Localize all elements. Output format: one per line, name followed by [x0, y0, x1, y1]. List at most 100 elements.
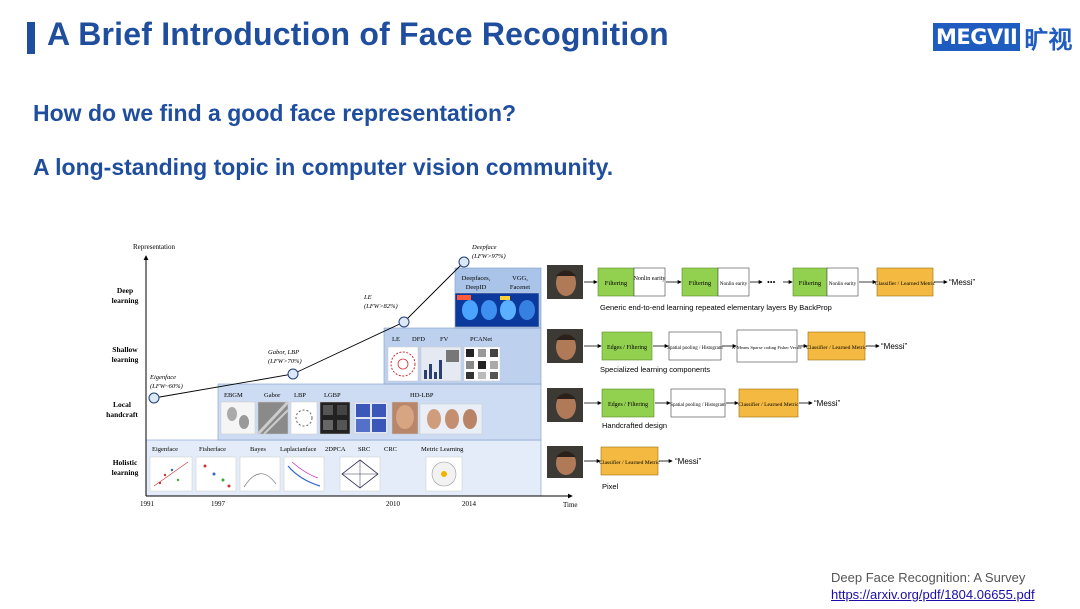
method-label: Deepfaces,	[462, 275, 491, 282]
milestone-name: Eigenface	[149, 374, 176, 381]
milestone-name: Gabor, LBP	[268, 349, 299, 356]
method-label: LE	[392, 336, 400, 343]
shallow-thumbnails	[387, 346, 501, 382]
box-label: Edges / Filtering	[608, 402, 648, 408]
method-label: Laplacianface	[280, 446, 317, 453]
method-label: 2DPCA	[325, 446, 346, 453]
filtering-box	[597, 267, 635, 297]
method-label: Bayes	[250, 446, 266, 453]
nonlinearity-box	[717, 267, 750, 297]
method-label: Gabor	[264, 392, 281, 399]
box-label: Edges / Filtering	[607, 345, 647, 351]
classifier-box	[600, 446, 659, 476]
row-label-deep-2: learning	[112, 296, 139, 305]
method-label: Fisherface	[199, 446, 226, 453]
box-label: Nonlin earity	[829, 281, 857, 287]
box-label: Filtering	[799, 280, 822, 287]
output-label: “Messi”	[814, 399, 841, 408]
deep-thumbnails	[454, 292, 540, 328]
box-label: Nonlin earity	[720, 281, 748, 287]
row-label-shallow-2: learning	[112, 355, 139, 364]
y-axis-label: Representation	[133, 243, 175, 251]
encoding-box	[736, 329, 798, 363]
citation-link[interactable]: https://arxiv.org/pdf/1804.06655.pdf	[831, 587, 1035, 602]
classifier-box	[876, 267, 934, 297]
output-label: “Messi”	[949, 278, 976, 287]
pooling-box	[670, 388, 726, 418]
method-label: CRC	[384, 446, 397, 453]
row-label-holistic-2: learning	[112, 468, 139, 477]
milestone-name: LE	[363, 294, 372, 301]
box-label: K-Means Sparse coding Fisher Vector	[732, 345, 802, 350]
box-label: Filtering	[605, 280, 628, 287]
method-label: HD-LBP	[410, 392, 434, 399]
box-label: Classifier / Learned Metric	[875, 280, 936, 287]
box-label: Nonlin earity	[634, 276, 666, 282]
method-label: EBGM	[224, 392, 243, 399]
milestone-acc: (LFW>97%)	[472, 253, 506, 260]
citation: Deep Face Recognition: A Survey https://…	[831, 569, 1035, 603]
title-accent-bar	[27, 22, 35, 54]
box-label: Spatial pooling / Histogram	[670, 403, 726, 408]
box-label: Spatial pooling / Histogram	[667, 346, 723, 351]
method-label: Eigenface	[152, 446, 178, 453]
thumbnail-image	[290, 401, 318, 435]
ellipsis-dots: •••	[767, 278, 776, 287]
method-label: SRC	[358, 446, 370, 453]
box-label: Filtering	[689, 280, 712, 287]
x-axis-label: Time	[563, 501, 578, 509]
filtering-box	[792, 267, 828, 297]
method-label: VGG,	[512, 275, 528, 282]
classifier-box	[807, 331, 866, 361]
pipeline-caption: Specialized learning components	[600, 365, 710, 374]
pooling-box	[668, 331, 722, 361]
slide-title: A Brief Introduction of Face Recognition	[47, 16, 669, 52]
nonlinearity-box	[826, 267, 859, 297]
row-label-deep-1: Deep	[117, 286, 133, 295]
nonlinearity-box	[633, 267, 666, 297]
year-label: 2014	[462, 500, 477, 508]
milestone-marker	[398, 316, 410, 328]
milestone-acc: (LFW~60%)	[150, 383, 183, 390]
edges-filtering-box	[601, 331, 653, 361]
method-label: Facenet	[510, 284, 530, 291]
box-label: Nonlin earity	[634, 276, 666, 282]
method-label: LBP	[294, 392, 306, 399]
pipeline-shallow: Edges / Filtering Spatial pooling / Hist…	[547, 329, 908, 374]
pipeline-holistic: Classifier / Learned Metric “Messi” Pixe…	[547, 446, 702, 491]
holistic-thumbnails	[149, 456, 463, 492]
pipeline-deep: Filtering Nonlin earity Filtering Nonlin…	[547, 265, 976, 312]
megvii-logo: MEGVII 旷视	[933, 22, 1073, 54]
row-label-local-1: Local	[113, 400, 131, 409]
year-label: 2010	[386, 500, 401, 508]
edges-filtering-box	[601, 388, 655, 418]
milestone-name: Deepface	[471, 244, 497, 251]
row-label-local-2: handcraft	[106, 410, 138, 419]
logo-chinese-text: 旷视	[1024, 25, 1073, 54]
pipeline-caption: Handcrafted design	[602, 421, 667, 430]
question-text: How do we find a good face representatio…	[33, 100, 517, 126]
year-label: 1997	[211, 500, 226, 508]
pipeline-caption: Generic end-to-end learning repeated ele…	[600, 303, 832, 312]
method-label: Metric Learning	[421, 446, 464, 453]
box-label: Classifier / Learned Metric	[738, 401, 799, 408]
method-label: FV	[440, 336, 449, 343]
box-label: Classifier / Learned Metric	[806, 344, 867, 351]
milestone-marker	[458, 256, 470, 268]
output-label: “Messi”	[881, 342, 908, 351]
thumbnail-image	[220, 401, 256, 435]
local-thumbnails	[220, 400, 483, 436]
citation-title: Deep Face Recognition: A Survey	[831, 570, 1026, 585]
row-label-shallow-1: Shallow	[112, 345, 138, 354]
method-label: PCANet	[470, 336, 492, 343]
milestone-trend-line	[153, 261, 465, 399]
method-label: LGBP	[324, 392, 341, 399]
row-label-holistic-1: Holistic	[113, 458, 138, 467]
pipeline-local: Edges / Filtering Spatial pooling / Hist…	[547, 388, 841, 430]
classifier-box	[738, 388, 799, 418]
milestone-marker	[287, 368, 299, 380]
output-label: “Messi”	[675, 457, 702, 466]
subtitle-text: A long-standing topic in computer vision…	[33, 154, 614, 180]
logo-text: MEGVII	[933, 23, 1021, 51]
